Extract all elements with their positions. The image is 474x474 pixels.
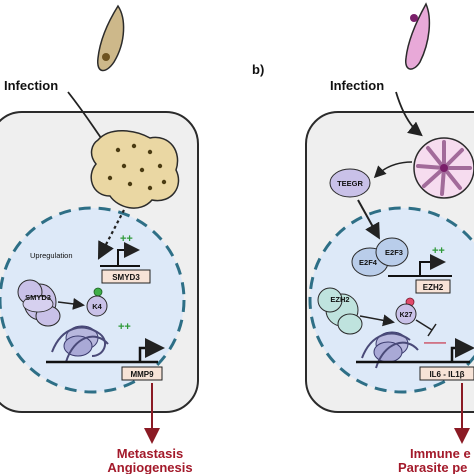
right-parasitophorous-vacuole: [413, 137, 474, 199]
left-k4-label: K4: [92, 302, 102, 311]
right-gene-box-2: [419, 366, 474, 381]
right-e2f-complex: [351, 237, 409, 277]
right-gene-box-1: [415, 279, 451, 294]
right-gene-label-2: IL6 - IL1β: [429, 370, 464, 379]
left-gene-label-1: SMYD3: [112, 273, 140, 282]
left-nucleosome: [51, 325, 109, 363]
left-promoter-1: [100, 250, 140, 267]
right-k27-circle: [395, 303, 417, 325]
right-inhibition: [415, 319, 437, 337]
right-infection-label: Infection: [330, 78, 384, 93]
right-promoter-2: [356, 348, 470, 362]
left-mark-green: [93, 287, 103, 297]
right-e2f4-label: E2F4: [359, 258, 378, 267]
right-parasite: [405, 2, 431, 70]
left-gene-box-1: [101, 269, 151, 284]
left-panel: Infection Upregulation ++ SMYD3 SMYD3: [0, 4, 199, 474]
left-smyd3-complex: [17, 279, 61, 327]
left-plus-1: ++: [120, 233, 133, 245]
left-upregulation-label: Upregulation: [30, 251, 73, 260]
left-parasite: [97, 4, 125, 72]
right-outcome-line1: Immune e: [410, 446, 471, 461]
right-teegr-protein: [329, 168, 371, 198]
right-teegr-arrow: [357, 199, 380, 240]
right-panel: b) Infection TEEGR E2F4 E2F3 +: [252, 2, 474, 474]
right-plus-1: ++: [432, 245, 445, 257]
left-upregulation-arrow: [97, 209, 125, 260]
right-k27-label: K27: [400, 312, 413, 319]
right-ezh2-label: EZH2: [330, 295, 349, 304]
right-nucleosome: [361, 331, 419, 369]
left-smyd3-to-k4-arrow: [57, 297, 85, 310]
right-teegr-label: TEEGR: [337, 179, 363, 188]
left-promoter-2: [46, 348, 160, 362]
right-gene-label-1: EZH2: [423, 283, 444, 292]
right-ezh2-to-k27-arrow: [359, 314, 395, 327]
left-plus-2: ++: [118, 321, 131, 333]
right-promoter-1: [388, 262, 452, 277]
right-infection-arrow: [395, 91, 423, 137]
right-minus: ——: [424, 337, 446, 349]
left-k4-circle: [86, 295, 108, 317]
left-smyd3-label: SMYD3: [25, 293, 51, 302]
right-outcome-line2: Parasite pe: [398, 460, 467, 474]
left-outcome-line1: Metastasis: [117, 446, 183, 461]
panel-b-label: b): [252, 62, 264, 77]
left-gene-label-2: MMP9: [130, 370, 154, 379]
left-infected-host-blob: [90, 130, 180, 209]
right-vacuole-to-teegr-arrow: [373, 161, 413, 179]
left-infection-label: Infection: [4, 78, 58, 93]
right-ezh2-complex: [317, 287, 363, 335]
left-gene-box-2: [121, 366, 163, 381]
right-e2f3-label: E2F3: [385, 248, 403, 257]
left-outcome-line2: Angiogenesis: [107, 460, 192, 474]
